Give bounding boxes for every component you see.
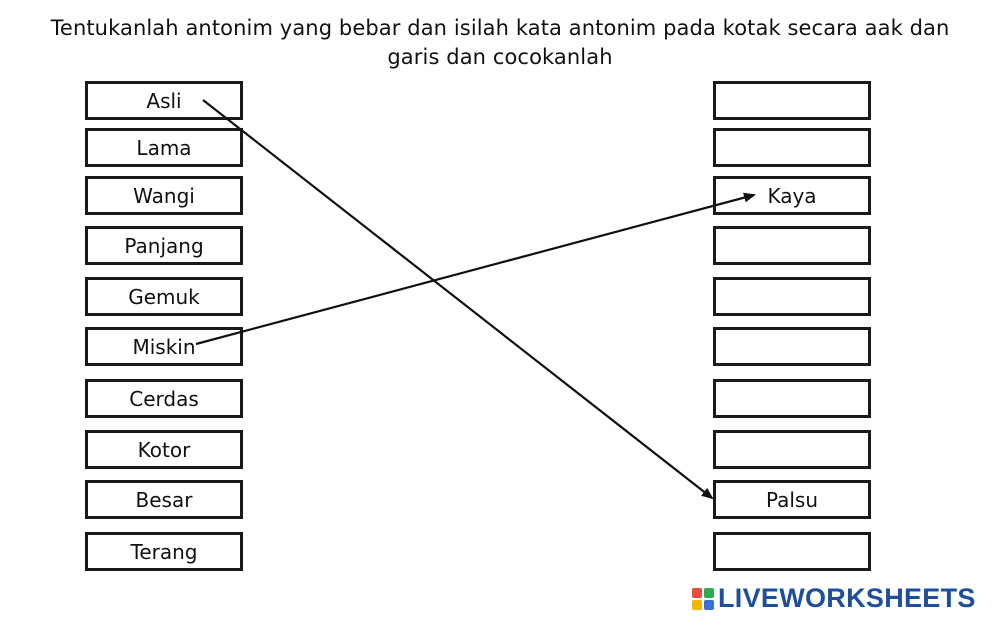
word-box-lama[interactable]: Lama — [85, 128, 243, 167]
word-box-terang[interactable]: Terang — [85, 532, 243, 571]
answer-input-3[interactable] — [713, 176, 871, 215]
connection-line-asli-palsu — [202, 99, 714, 500]
word-box-miskin[interactable]: Miskin — [85, 327, 243, 366]
word-box-cerdas[interactable]: Cerdas — [85, 379, 243, 418]
brand-watermark: LIVEWORKSHEETS — [692, 583, 976, 614]
answer-input-5[interactable] — [713, 277, 871, 316]
liveworksheets-logo-icon — [692, 587, 714, 610]
word-box-asli[interactable]: Asli — [85, 81, 243, 120]
word-box-kotor[interactable]: Kotor — [85, 430, 243, 469]
answer-input-4[interactable] — [713, 226, 871, 265]
answer-input-7[interactable] — [713, 379, 871, 418]
word-box-gemuk[interactable]: Gemuk — [85, 277, 243, 316]
connection-line-miskin-kaya — [195, 192, 756, 346]
answer-input-6[interactable] — [713, 327, 871, 366]
word-box-besar[interactable]: Besar — [85, 480, 243, 519]
answer-input-2[interactable] — [713, 128, 871, 167]
brand-name: LIVEWORKSHEETS — [718, 583, 976, 613]
answer-input-1[interactable] — [713, 81, 871, 120]
answer-input-9[interactable] — [713, 480, 871, 519]
word-box-panjang[interactable]: Panjang — [85, 226, 243, 265]
instruction-text: Tentukanlah antonim yang bebar dan isila… — [50, 16, 950, 69]
word-box-wangi[interactable]: Wangi — [85, 176, 243, 215]
answer-input-8[interactable] — [713, 430, 871, 469]
answer-input-10[interactable] — [713, 532, 871, 571]
